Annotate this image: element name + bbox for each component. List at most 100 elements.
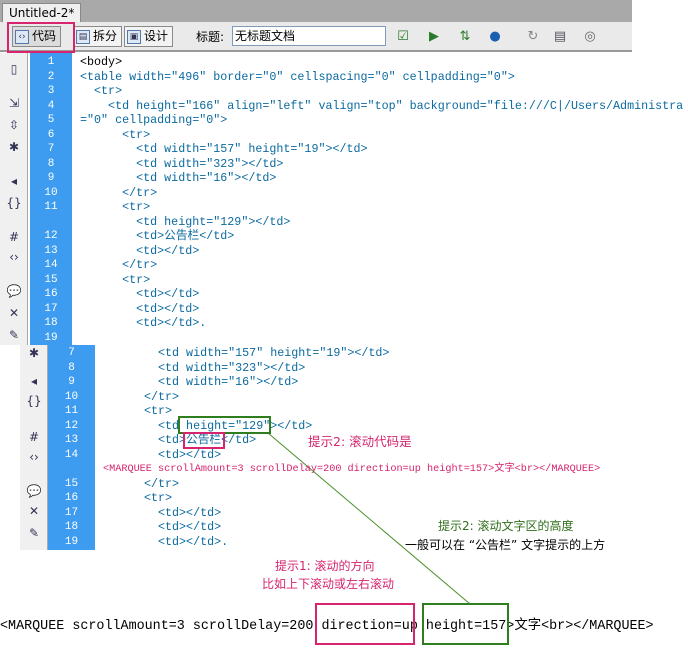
marquee-code: <MARQUEE scrollAmount=3 scrollDelay=200 …: [0, 613, 654, 634]
browser-check-icon[interactable]: ●: [489, 29, 501, 44]
code-line: <td width="16"></td>: [158, 375, 299, 389]
select-parent-tag-icon[interactable]: ◂: [30, 374, 38, 388]
design-label: 设计: [144, 29, 169, 43]
line-number: 15: [44, 273, 58, 286]
code-line: <td></td>: [80, 243, 200, 258]
line-number: 13: [44, 244, 58, 257]
hint2-height-desc: 一般可以在 “公告栏” 文字提示的上方: [405, 538, 606, 552]
line-number: 1: [47, 56, 55, 68]
remove-comment-icon[interactable]: ✕: [8, 306, 20, 320]
split-icon: ▤: [76, 29, 90, 44]
line-number: 7: [47, 143, 55, 155]
code-button-highlight: [7, 22, 75, 53]
code-line: <body>: [80, 55, 123, 69]
code-line: <tr>: [144, 404, 173, 418]
expand-all-icon[interactable]: ✱: [8, 140, 20, 154]
visual-aids-icon[interactable]: ◎: [584, 29, 596, 44]
document-tab[interactable]: Untitled-2*: [2, 3, 82, 22]
view-options-icon[interactable]: ▤: [553, 29, 567, 44]
code-line: <td width="157" height="19"></td>: [158, 346, 390, 360]
line-numbers-icon[interactable]: #: [28, 430, 40, 444]
document-tab-bar: [0, 0, 632, 22]
title-input[interactable]: 无标题文档: [232, 26, 386, 46]
code-view-button[interactable]: ‹›代码: [12, 26, 62, 47]
code-line: </tr>: [144, 476, 180, 491]
wrap-tag-icon[interactable]: ✎: [28, 526, 40, 540]
code-icon: ‹›: [15, 29, 29, 44]
code-line: <td></td>: [80, 287, 200, 301]
highlight-invalid-code-icon[interactable]: ‹›: [9, 250, 19, 264]
hint1-title: 提示1: 滚动的方向: [275, 559, 375, 573]
line-numbers-icon[interactable]: #: [8, 230, 20, 244]
code-line: </tr>: [80, 258, 158, 272]
code-line: <tr>: [80, 84, 123, 98]
line-number: 12: [44, 230, 58, 242]
marquee-code-end: >文字<br></MARQUEE>: [506, 619, 654, 634]
code-line: <td height="129"></td>: [80, 214, 291, 229]
code-line: <td></td>: [158, 505, 222, 520]
expand-all-icon[interactable]: ✱: [28, 346, 40, 360]
code-line: <td width="323"></td>: [80, 156, 284, 171]
line-number: 2: [47, 70, 55, 83]
line-number: 18: [64, 521, 79, 533]
code-line: <td></td>: [80, 301, 200, 316]
title-label: 标题:: [196, 30, 225, 44]
line-number: 19: [44, 331, 58, 344]
validate-icon[interactable]: ☑: [397, 29, 409, 44]
line-number: 17: [44, 302, 58, 315]
code-label: 代码: [32, 29, 57, 43]
code-line: <tr>: [80, 200, 151, 214]
code-line: <td>公告栏</td>: [158, 433, 257, 447]
code-line: <td></td>.: [158, 534, 229, 549]
coding-toolbar-zoom: ✱ ◂ {} # ‹› 💬 ✕ ✎: [20, 345, 48, 550]
preview-icon[interactable]: ▶: [429, 29, 439, 44]
file-transfer-icon[interactable]: ⇅: [459, 29, 471, 44]
line-number: 19: [64, 535, 79, 548]
design-icon: ▣: [127, 29, 141, 44]
line-number: 14: [44, 259, 58, 271]
select-parent-tag-icon[interactable]: ◂: [10, 174, 18, 188]
line-number: 15: [64, 477, 79, 490]
code-line: <td width="16"></td>: [80, 171, 277, 185]
notice-label-highlight: [183, 432, 225, 449]
split-view-button[interactable]: ▤拆分: [73, 26, 123, 47]
design-view-button[interactable]: ▣设计: [124, 26, 174, 47]
collapse-tag-icon[interactable]: ⇲: [8, 96, 20, 110]
apply-comment-icon[interactable]: 💬: [6, 284, 22, 298]
split-label: 拆分: [93, 29, 118, 43]
code-line: <tr>: [80, 272, 151, 287]
highlight-invalid-code-icon[interactable]: ‹›: [29, 450, 39, 464]
line-number: 12: [64, 419, 79, 432]
code-line: <td>公告栏</td>: [80, 229, 235, 243]
code-line: </tr>: [144, 389, 180, 404]
remove-comment-icon[interactable]: ✕: [28, 504, 40, 518]
apply-comment-icon[interactable]: 💬: [26, 484, 42, 498]
open-documents-icon[interactable]: ▯: [10, 62, 18, 76]
hint2-code-title: 提示2: 滚动代码是: [308, 434, 412, 449]
collapse-selection-icon[interactable]: ⇳: [8, 118, 20, 132]
line-number: 11: [64, 405, 79, 417]
marquee-code-start: <MARQUEE scrollAmount=3 scrollDelay=200: [0, 619, 322, 634]
connector-line: [267, 432, 471, 605]
hint2-code: <MARQUEE scrollAmount=3 scrollDelay=200 …: [103, 464, 601, 475]
code-line: <td></td>: [158, 447, 222, 462]
line-number: 9: [47, 172, 55, 184]
height-value-highlight: [422, 603, 509, 645]
balance-braces-icon[interactable]: {}: [6, 196, 22, 210]
code-line: <td width="157" height="19"></td>: [80, 142, 368, 156]
line-number: 18: [44, 317, 58, 329]
line-number: 8: [68, 361, 75, 374]
line-number: 13: [64, 434, 79, 446]
line-number: 3: [47, 85, 55, 97]
line-number: 10: [64, 390, 79, 403]
balance-braces-icon[interactable]: {}: [26, 394, 42, 408]
refresh-icon[interactable]: ↻: [527, 29, 539, 44]
marquee-height: height=157: [417, 619, 507, 634]
coding-toolbar: ▯ ⇲ ⇳ ✱ ◂ {} # ‹› 💬 ✕ ✎: [0, 53, 28, 345]
wrap-tag-icon[interactable]: ✎: [8, 328, 20, 342]
line-number: 14: [64, 448, 79, 461]
code-line: <td height="166" align="left" valign="to…: [80, 98, 684, 113]
marquee-direction: direction=up: [321, 619, 418, 634]
